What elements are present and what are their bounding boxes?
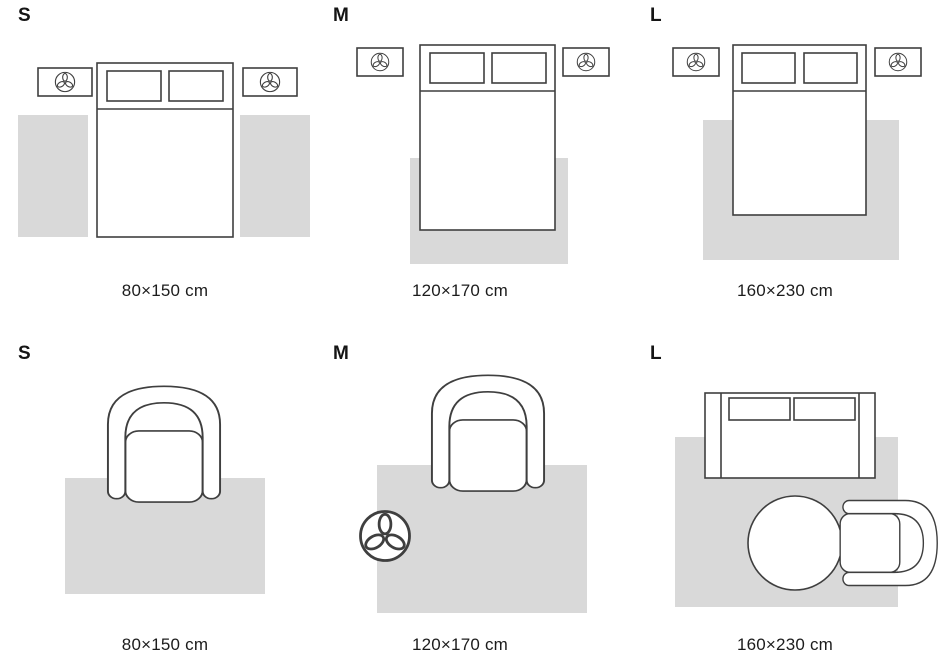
- nightstand-right: [242, 67, 298, 97]
- plant-icon: [576, 52, 596, 72]
- sofa-shape: [704, 392, 876, 479]
- bedroom-s-illustration: [18, 62, 310, 238]
- living-panel-m: M 120×170 cm: [330, 335, 630, 670]
- armchair-shape: [430, 374, 546, 493]
- size-caption: 120×170 cm: [411, 281, 509, 300]
- panel-letter: L: [650, 343, 662, 364]
- plant-icon: [259, 71, 281, 93]
- coffee-table-shape: [747, 495, 843, 591]
- panel-letter: M: [333, 343, 349, 364]
- bedroom-panel-l: L 160×230 cm: [645, 0, 945, 312]
- living-panel-l: L 160×230 cm: [645, 335, 950, 670]
- armchair-shape: [839, 499, 938, 587]
- living-panel-s: S 80×150 cm: [10, 335, 320, 670]
- bed-shape: [419, 44, 556, 231]
- living-l-illustration: [675, 392, 938, 607]
- bedroom-panel-m: M 120×170 cm: [330, 0, 630, 312]
- plant-icon: [54, 71, 76, 93]
- bed-shape: [96, 62, 234, 238]
- panel-letter: S: [18, 5, 31, 26]
- plant-icon: [359, 510, 411, 562]
- size-caption: 120×170 cm: [411, 635, 509, 654]
- bed-shape: [732, 44, 867, 216]
- rug-shape: [18, 115, 310, 237]
- panel-letter: L: [650, 5, 662, 26]
- nightstand-right: [562, 47, 610, 77]
- panel-letter: S: [18, 343, 31, 364]
- size-caption: 80×150 cm: [121, 281, 209, 300]
- plant-icon: [370, 52, 390, 72]
- nightstand-left: [672, 47, 720, 77]
- plant-icon: [686, 52, 706, 72]
- living-s-illustration: [65, 385, 265, 594]
- bedroom-panel-s: S 80×150 cm: [10, 0, 320, 312]
- bedroom-l-illustration: [672, 44, 922, 260]
- size-caption: 80×150 cm: [121, 635, 209, 654]
- armchair-shape: [106, 385, 222, 504]
- plant-icon: [888, 52, 908, 72]
- panel-letter: M: [333, 5, 349, 26]
- living-m-illustration: [359, 374, 587, 613]
- bedroom-m-illustration: [356, 44, 610, 264]
- nightstand-left: [37, 67, 93, 97]
- size-caption: 160×230 cm: [736, 281, 834, 300]
- nightstand-right: [874, 47, 922, 77]
- nightstand-left: [356, 47, 404, 77]
- size-caption: 160×230 cm: [736, 635, 834, 654]
